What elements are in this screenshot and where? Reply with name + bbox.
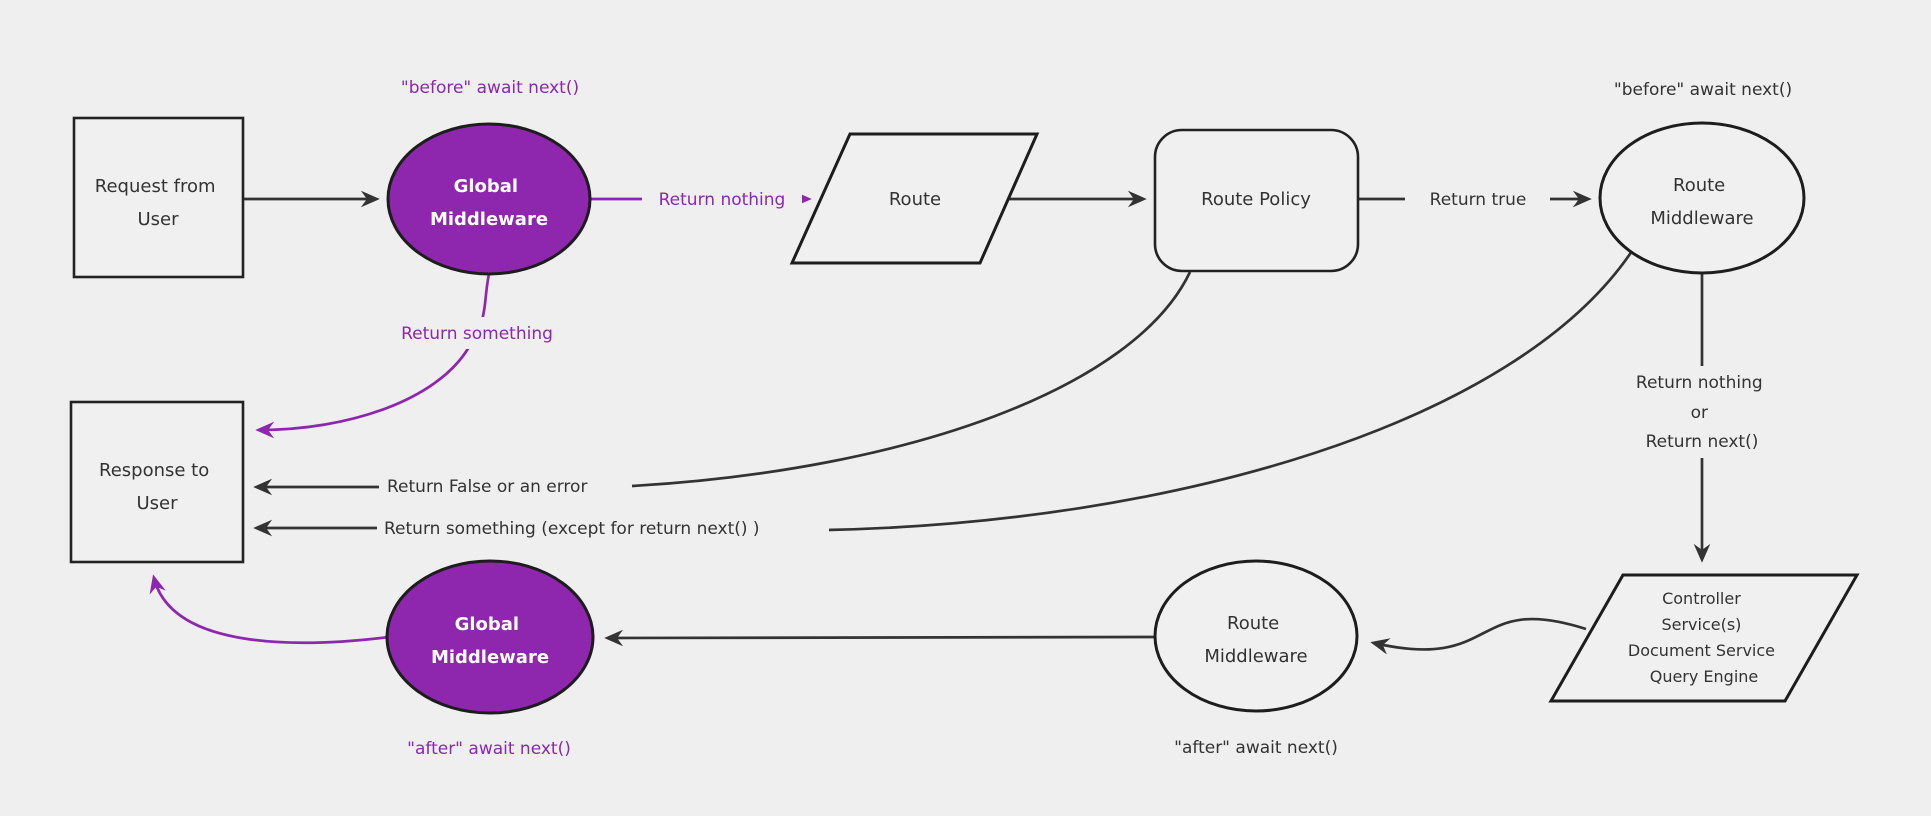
route-node-label: Route xyxy=(889,189,941,210)
request-node-label: Request from User xyxy=(95,176,221,230)
nodes xyxy=(69,116,1860,715)
route-policy-node xyxy=(1153,128,1360,273)
edge-route-middleware-return-something-curve xyxy=(826,250,1634,532)
return-nothing-or-label: Return nothing or Return next() xyxy=(1636,373,1768,452)
global-middleware-bottom-label: Global Middleware xyxy=(431,614,549,668)
response-node-label: Response to User xyxy=(99,460,215,514)
edge-route-policy-return-false-curve xyxy=(631,271,1192,488)
route-middleware-bottom-label: Route Middleware xyxy=(1204,613,1307,667)
edge-labels: "before" await next() "before" await nex… xyxy=(384,78,1792,759)
return-true-label: Return true xyxy=(1430,190,1527,210)
after-await-next-route-label: "after" await next() xyxy=(1174,738,1338,758)
controller-services-label: Controller Service(s) Document Service Q… xyxy=(1628,589,1780,686)
return-false-label-bg xyxy=(379,470,629,500)
before-await-next-route-label: "before" await next() xyxy=(1614,80,1792,100)
return-true-label-bg xyxy=(1405,184,1550,214)
controller-services-node xyxy=(1548,573,1860,703)
response-to-user-node xyxy=(69,400,245,564)
return-something-label: Return something xyxy=(401,324,553,344)
route-middleware-top-label: Route Middleware xyxy=(1650,175,1753,229)
edges xyxy=(149,190,1711,655)
global-middleware-top-node xyxy=(386,122,592,276)
return-false-or-error-label: Return False or an error xyxy=(387,477,587,497)
route-node xyxy=(789,132,1040,265)
edge-route-middleware-bottom-to-global-middleware-bottom xyxy=(604,629,1156,647)
return-something-except-label-bg xyxy=(377,513,829,543)
route-middleware-bottom-node xyxy=(1153,559,1359,713)
before-await-next-global-label: "before" await next() xyxy=(401,78,579,98)
edge-label-backgrounds xyxy=(377,184,1784,543)
after-await-next-global-label: "after" await next() xyxy=(407,739,571,759)
route-middleware-top-node xyxy=(1598,121,1806,275)
edge-controller-to-route-middleware-bottom xyxy=(1370,617,1587,655)
return-nothing-label-bg xyxy=(642,184,802,214)
return-something-label-bg xyxy=(380,317,576,349)
edge-global-middleware-bottom-to-response xyxy=(149,574,390,645)
return-nothing-or-label-bg xyxy=(1620,366,1784,458)
request-from-user-node xyxy=(72,116,245,279)
route-policy-label: Route Policy xyxy=(1201,189,1311,210)
global-middleware-top-label: Global Middleware xyxy=(430,176,548,230)
return-nothing-label: Return nothing xyxy=(659,190,786,210)
global-middleware-bottom-node xyxy=(385,559,595,715)
node-labels: Request from User Global Middleware Rout… xyxy=(95,175,1780,686)
edge-global-middleware-return-something-to-response xyxy=(255,273,491,439)
return-something-except-label: Return something (except for return next… xyxy=(384,519,760,539)
